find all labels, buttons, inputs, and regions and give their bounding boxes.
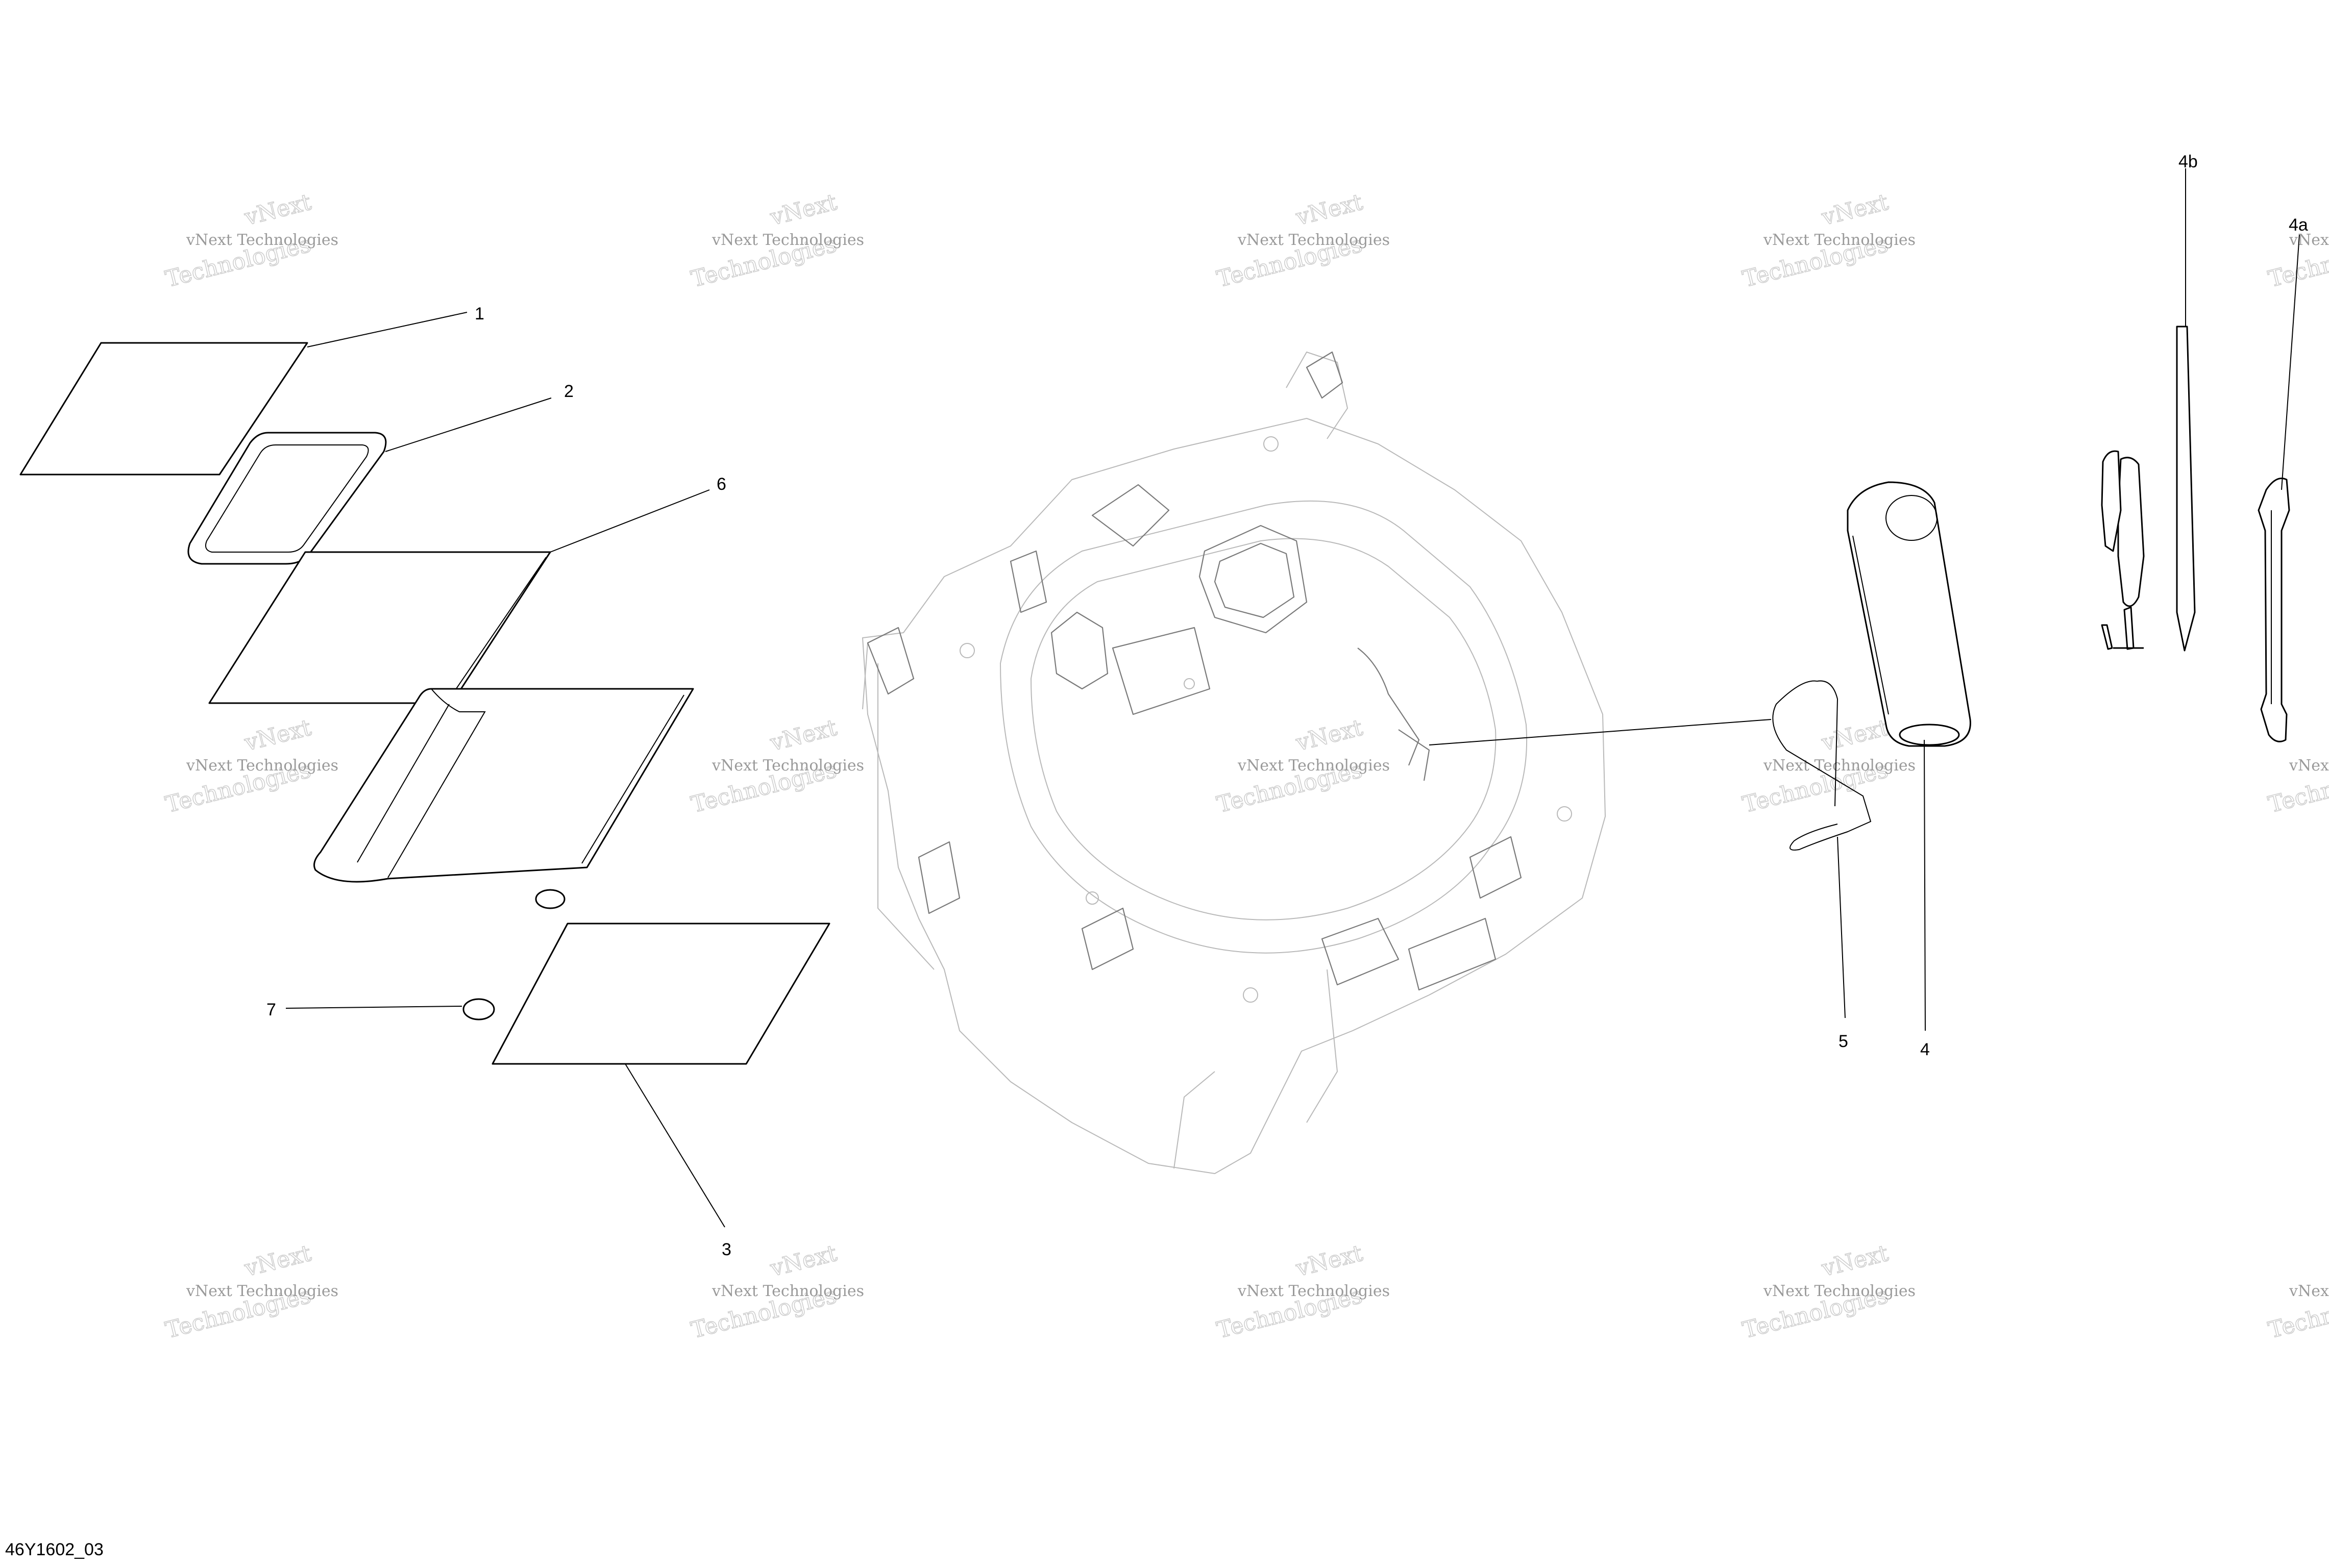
folded-document-holder[interactable] bbox=[313, 688, 694, 883]
part-2-frame[interactable] bbox=[187, 432, 387, 565]
watermark-big-text: vNext bbox=[767, 189, 840, 231]
watermark: Technologies vNext vNext Technologies bbox=[162, 1240, 338, 1344]
watermark-big-text: vNext bbox=[767, 1240, 840, 1282]
watermark: Technologies vNext vNext Technologies bbox=[688, 1240, 864, 1344]
callout-4: 4 bbox=[1920, 1040, 1930, 1059]
part-4a-wrench[interactable] bbox=[2258, 478, 2290, 742]
callout-6: 6 bbox=[717, 475, 726, 494]
watermark-big-text: vNext bbox=[1293, 714, 1365, 756]
watermark: Technologies vNext vNext Technologies bbox=[162, 714, 338, 818]
callout-1: 1 bbox=[475, 304, 484, 323]
watermark-big-text: vNext bbox=[1819, 1240, 1891, 1282]
leader-3 bbox=[625, 1063, 725, 1228]
watermark-text: vNext Technologies bbox=[1237, 231, 1390, 249]
figure-id: 46Y1602_03 bbox=[5, 1540, 104, 1559]
part-1-sheet[interactable] bbox=[19, 342, 308, 476]
callout-4b: 4b bbox=[2178, 152, 2198, 171]
callout-4a: 4a bbox=[2289, 215, 2308, 235]
watermark: Technologies vNext vNext Technologies bbox=[1214, 189, 1390, 293]
part-5-cable[interactable] bbox=[1772, 680, 1872, 851]
watermark: Technologies vNext vNext Technologies bbox=[688, 189, 864, 293]
callout-5: 5 bbox=[1838, 1032, 1848, 1051]
watermark-text: vNext Technologies bbox=[186, 231, 338, 249]
watermark-big-text: vNext bbox=[1819, 189, 1891, 231]
storage-bin-housing bbox=[862, 351, 1606, 1174]
watermark-text: vNext Technologies bbox=[2289, 1282, 2329, 1300]
leader-5 bbox=[1837, 836, 1846, 1018]
watermark: Technologies vNext vNext Technologies bbox=[2265, 231, 2329, 293]
watermark-big-text: vNext bbox=[241, 1240, 314, 1282]
watermark-big-text: vNext bbox=[1293, 189, 1365, 231]
watermark-text: vNext Technologies bbox=[712, 1282, 864, 1300]
watermark: Technologies vNext vNext Technologies bbox=[1739, 1240, 1916, 1344]
watermark: Technologies vNext vNext Technologies bbox=[1214, 714, 1390, 818]
part-6-pouch-sheet[interactable] bbox=[208, 551, 551, 704]
watermark: Technologies vNext vNext Technologies bbox=[1739, 189, 1916, 293]
watermark-text: vNext Technologies bbox=[2289, 231, 2329, 249]
watermark: Technologies vNext vNext Technologies bbox=[688, 714, 864, 818]
leader-1 bbox=[307, 312, 468, 347]
watermark-text: vNext Technologies bbox=[712, 231, 864, 249]
callout-2: 2 bbox=[564, 382, 574, 401]
leader-2 bbox=[385, 397, 552, 452]
part-3-sheet[interactable] bbox=[492, 923, 830, 1065]
watermark-text: vNext Technologies bbox=[2289, 757, 2329, 775]
watermark: Technologies vNext vNext Technologies bbox=[1214, 1240, 1390, 1344]
watermark-text: vNext Technologies bbox=[1237, 1282, 1390, 1300]
leader-4 bbox=[1924, 739, 1926, 1031]
part-4b-screwdriver[interactable] bbox=[2101, 326, 2196, 652]
watermark-big-text: vNext bbox=[241, 189, 314, 231]
callouts: 1 2 6 7 3 5 4 4b 4a bbox=[266, 152, 2308, 1259]
part-7-plug[interactable] bbox=[462, 998, 495, 1021]
watermark-text: vNext Technologies bbox=[1763, 1282, 1916, 1300]
watermark-text: vNext Technologies bbox=[1763, 231, 1916, 249]
watermark-text: vNext Technologies bbox=[1237, 757, 1390, 775]
watermark-big-text: vNext bbox=[767, 714, 840, 756]
watermark-big-text: vNext bbox=[1819, 714, 1891, 756]
watermark-text: vNext Technologies bbox=[712, 757, 864, 775]
callout-3: 3 bbox=[722, 1240, 731, 1259]
leader-lines bbox=[285, 168, 2300, 1228]
part-4-tool-pouch[interactable] bbox=[1847, 481, 1971, 747]
leader-6 bbox=[550, 489, 710, 553]
callout-7: 7 bbox=[266, 1000, 276, 1019]
watermark-big-text: vNext bbox=[241, 714, 314, 756]
watermark: Technologies vNext vNext Technologies bbox=[162, 189, 338, 293]
watermark-text: vNext Technologies bbox=[186, 1282, 338, 1300]
watermark-text: vNext Technologies bbox=[1763, 757, 1916, 775]
watermark-big-text: vNext bbox=[1293, 1240, 1365, 1282]
leader-cable-to-bin bbox=[1429, 719, 1772, 745]
watermark: Technologies vNext vNext Technologies bbox=[2265, 1282, 2329, 1344]
leader-4a bbox=[2281, 234, 2300, 490]
watermark-text: vNext Technologies bbox=[186, 757, 338, 775]
leader-7 bbox=[285, 1006, 462, 1009]
plug-small[interactable] bbox=[535, 889, 566, 909]
